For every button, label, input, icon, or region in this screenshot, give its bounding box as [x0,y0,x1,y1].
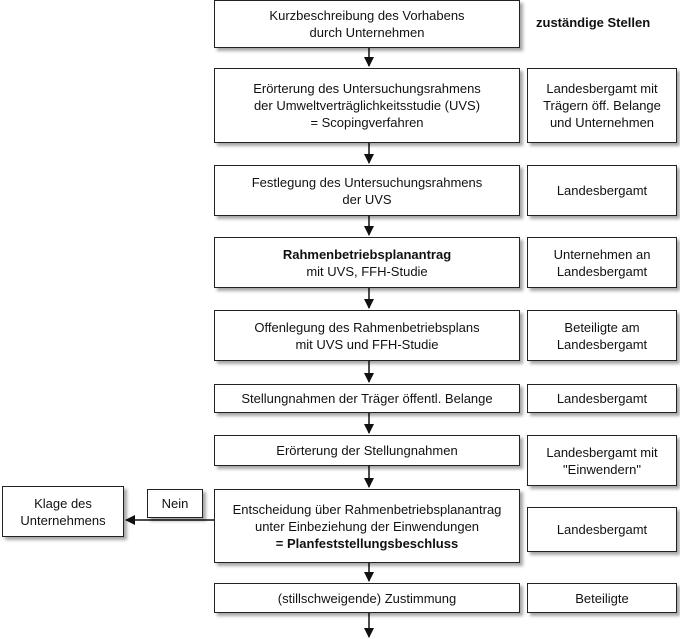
stelle-line: Landesbergamt mit [546,81,658,96]
step-zustimmung: (stillschweigende) Zustimmung [214,583,520,613]
stelle-line: Landesbergamt [556,391,648,406]
step-line: Offenlegung des Rahmenbetriebsplans [254,319,480,335]
step-line: Erörterung des Untersuchungsrahmens [253,81,481,96]
stelle-antrag: Unternehmen an Landesbergamt [527,237,677,288]
step-line: der UVS [342,191,392,207]
stelle-line: Beteiligte am [564,319,640,335]
stelle-line: Beteiligte [575,590,629,606]
stelle-line: Landesbergamt [556,336,648,352]
nein-text: Nein [161,496,189,511]
stelle-line: "Einwendern" [563,461,641,477]
stelle-line: und Unternehmen [549,115,655,130]
stelle-festlegung: Landesbergamt [527,165,677,216]
step-festlegung: Festlegung des Untersuchungsrahmens der … [214,165,520,216]
step-kurzbeschreibung: Kurzbeschreibung des Vorhabens durch Unt… [214,0,520,48]
stelle-line: Landesbergamt [556,263,648,279]
stelle-line: Trägern öff. Belange [543,98,661,113]
stelle-eroerterung: Landesbergamt mit "Einwendern" [527,435,677,486]
step-line: unter Einbeziehung der Einwendungen [254,518,480,534]
step-line: mit UVS und FFH-Studie [295,336,439,352]
step-line: durch Unternehmen [309,25,425,40]
step-line: Entscheidung über Rahmenbetriebsplanantr… [232,501,502,517]
klage-line: Unternehmens [20,512,106,528]
nein-label: Nein [147,489,203,518]
step-stellungnahmen: Stellungnahmen der Träger öffentl. Belan… [214,384,520,413]
stelle-stellungnahmen: Landesbergamt [527,384,677,413]
step-line: Festlegung des Untersuchungsrahmens [251,174,483,190]
klage-box: Klage des Unternehmens [2,486,124,537]
stelle-offenlegung: Beteiligte am Landesbergamt [527,310,677,361]
stelle-line: Landesbergamt mit [546,444,658,460]
step-line: Rahmenbetriebsplanantrag [282,246,452,262]
step-entscheidung: Entscheidung über Rahmenbetriebsplanantr… [214,489,520,563]
stelle-line: Landesbergamt [556,522,648,537]
stelle-zustimmung: Beteiligte [527,583,677,613]
stelle-line: Landesbergamt [556,183,648,198]
stelle-scoping: Landesbergamt mit Trägern öff. Belange u… [527,68,677,143]
step-line: Erörterung der Stellungnahmen [276,443,458,458]
step-line: = Planfeststellungsbeschluss [275,535,459,551]
step-line: (stillschweigende) Zustimmung [277,590,457,606]
klage-line: Klage des [34,495,92,511]
step-eroerterung-stellungnahmen: Erörterung der Stellungnahmen [214,435,520,466]
step-line: Kurzbeschreibung des Vorhabens [269,8,465,23]
step-line: mit UVS, FFH-Studie [306,263,428,279]
step-line: Stellungnahmen der Träger öffentl. Belan… [241,391,493,406]
stellen-header: zuständige Stellen [536,15,651,30]
step-offenlegung: Offenlegung des Rahmenbetriebsplans mit … [214,310,520,361]
step-line: = Scopingverfahren [310,115,424,130]
step-eroerterung-untersuchungsrahmen: Erörterung des Untersuchungsrahmens der … [214,68,520,143]
step-rahmenbetriebsplanantrag: Rahmenbetriebsplanantrag mit UVS, FFH-St… [214,237,520,288]
step-line: der Umweltverträglichkeitsstudie (UVS) [253,98,481,113]
stelle-line: Unternehmen an [553,246,651,262]
stelle-entscheidung: Landesbergamt [527,507,677,552]
